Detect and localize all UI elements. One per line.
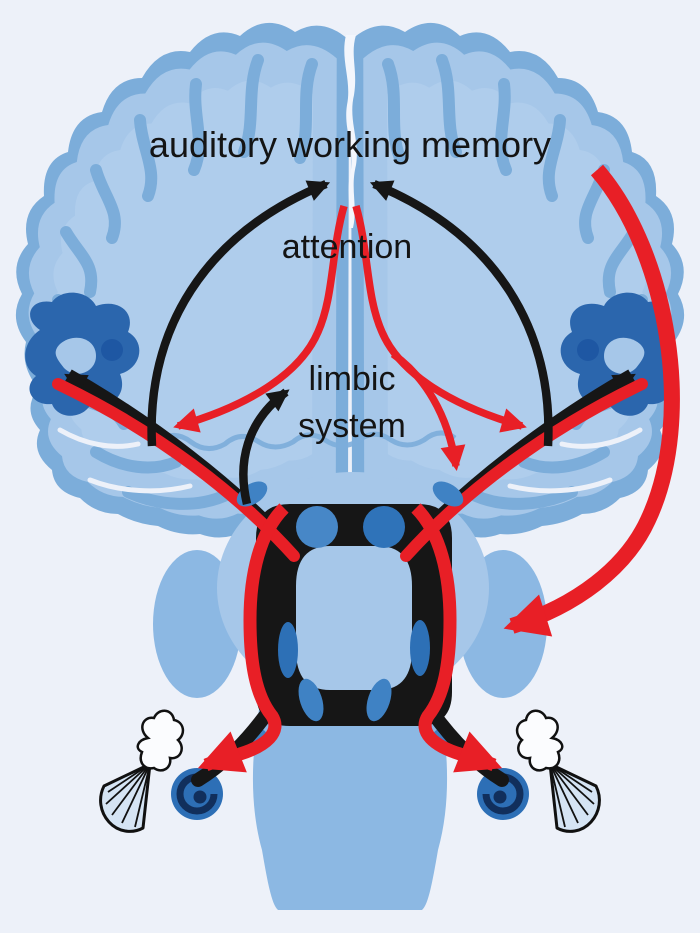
label-limbic-line1: limbic	[308, 360, 396, 398]
label-limbic-line2: system	[298, 407, 406, 445]
brainstem-nuclei	[278, 506, 430, 722]
attention-arrow-to-thalamus	[390, 350, 466, 471]
label-attention: attention	[281, 228, 413, 266]
label-limbic-system: limbic system	[252, 356, 452, 450]
thalamus-wavy-line	[153, 430, 457, 451]
limbic-system-arrow	[239, 388, 290, 505]
medulla	[252, 692, 448, 910]
label-auditory-working-memory: auditory working memory	[148, 124, 552, 165]
top-down-descending-arrow	[503, 164, 680, 637]
midline-fissure	[344, 35, 357, 228]
